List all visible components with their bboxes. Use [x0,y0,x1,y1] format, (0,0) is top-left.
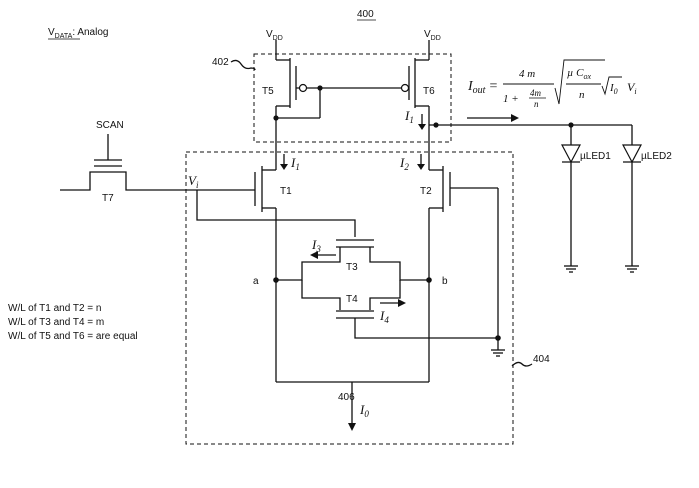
current-i2-label: I2 [399,155,409,172]
ref-402: 402 [212,57,229,68]
svg-text:µLED2: µLED2 [641,151,672,162]
current-i0-arrow [348,382,356,431]
node-b-label: b [442,276,448,287]
node-a-label: a [253,276,259,287]
svg-text:4m: 4m [530,88,542,98]
svg-text:µ Cox: µ Cox [567,67,591,81]
svg-text:T7: T7 [102,193,114,204]
svg-text:T2: T2 [420,186,432,197]
svg-text:VDATA: Analog: VDATA: Analog [48,27,108,40]
current-i4-label: I4 [379,308,389,325]
transistor-t7: T7 [60,134,255,204]
led-1: µLED1 [561,122,611,273]
scan-label: SCAN [96,120,124,131]
transistor-array-box [185,151,514,445]
svg-text:1 +: 1 + [503,93,519,105]
wire-vi-t3-gate [196,190,356,237]
vi-label: Vi [188,173,199,190]
note-t1-t2: W/L of T1 and T2 = n [8,303,101,314]
size-notes: W/L of T1 and T2 = n W/L of T3 and T4 = … [8,303,138,342]
current-i3-arrow [310,251,336,259]
transistor-t2: T2 [420,166,499,382]
svg-text:T5: T5 [262,86,274,97]
ref-404: 404 [533,354,550,365]
svg-text:4 m: 4 m [519,68,535,80]
current-i3-label: I3 [311,237,321,254]
svg-text:400: 400 [357,9,374,20]
ref-406: 406 [338,392,355,403]
current-i1-label: I1 [290,155,300,172]
svg-text:n: n [534,99,539,109]
transistor-t1: T1 [254,166,292,382]
svg-text:T4: T4 [346,294,358,305]
svg-text:T1: T1 [280,186,292,197]
current-i2-arrow [417,154,425,170]
vdd-label-left: VDD [266,29,283,42]
vdata-label: VDATA: Analog [48,27,108,40]
led-2: µLED2 [622,125,672,273]
current-i4-arrow [380,299,406,307]
current-mirror-box [253,53,452,143]
svg-text:µLED1: µLED1 [580,151,611,162]
node-b [426,277,432,283]
wire-t4-gate [354,318,498,339]
current-i1-arrow-top [418,114,426,130]
current-i1-label-top: I1 [404,108,414,125]
svg-text:Vi: Vi [627,80,637,96]
transistor-t3: T3 [276,239,429,281]
svg-text:T6: T6 [423,86,435,97]
transistor-t4: T4 [301,280,401,319]
ref-404-leader [511,361,533,367]
svg-text:n: n [579,89,585,101]
svg-text:I0: I0 [609,82,618,96]
vdd-label-right: VDD [424,29,441,42]
current-i0-label: I0 [359,402,369,419]
transistor-t5: T5 [262,40,323,121]
t5-gate-bubble [298,83,308,93]
svg-text:Iout=: Iout= [467,79,497,96]
figure-number: 400 [357,9,376,21]
transistor-t6: T6 [320,40,435,125]
note-t5-t6: W/L of T5 and T6 = are equal [8,331,138,342]
ref-402-leader [230,59,256,71]
ground-symbol [491,335,505,357]
note-t3-t4: W/L of T3 and T4 = m [8,317,104,328]
output-current-equation: Iout= 4 m 1 + 4m n µ Cox n I0 Vi [467,59,637,109]
node-a [273,277,279,283]
output-current-arrow [467,114,519,122]
svg-text:T3: T3 [346,262,358,273]
current-i1-arrow [280,154,288,170]
